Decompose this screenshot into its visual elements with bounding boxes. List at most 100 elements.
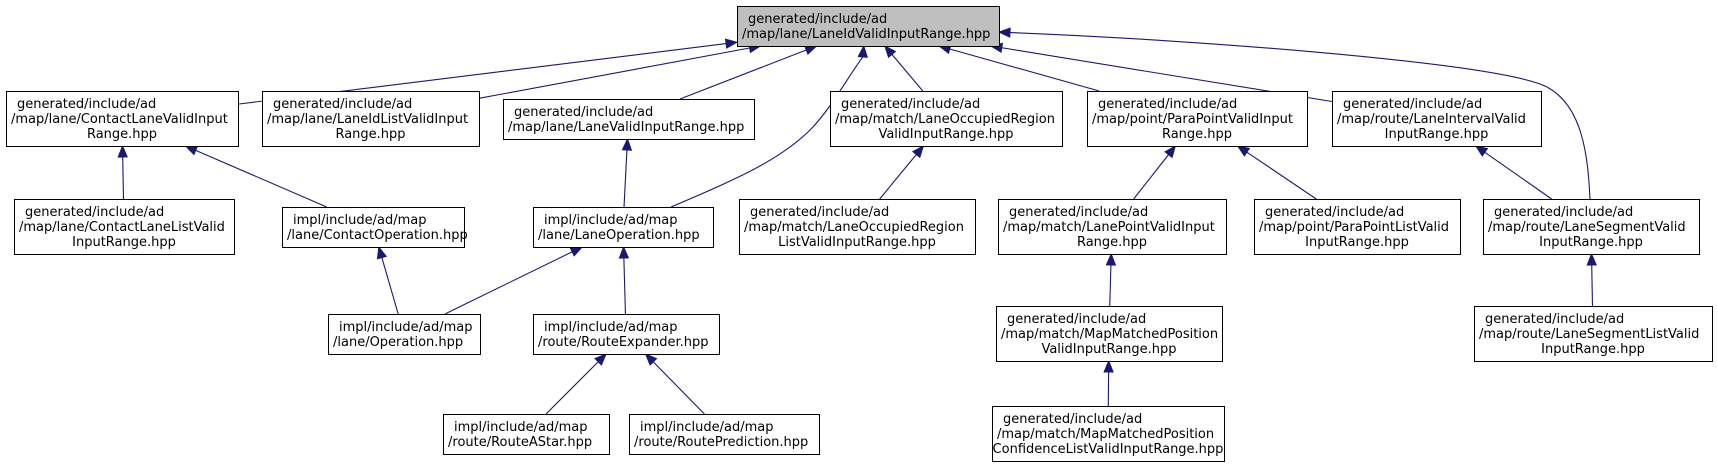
node-box [262, 91, 480, 147]
arrowhead-icon [184, 145, 199, 156]
node-label-line: /lane/LaneOperation.hpp [538, 228, 700, 243]
edge-line [545, 361, 599, 415]
node-label-line: generated/include/ad [1494, 205, 1633, 220]
node-box [443, 414, 610, 455]
node-box [6, 91, 239, 147]
node-box [14, 199, 235, 255]
file-node-impl-include-ad-map-lane-laneoperation-hpp[interactable]: impl/include/ad/map/lane/LaneOperation.h… [533, 207, 714, 248]
edge-line [949, 48, 1100, 92]
node-label-line: /map/route/LaneIntervalValid [1337, 112, 1526, 127]
arrowhead-icon [376, 245, 388, 260]
file-node-ated-include-ad-map-route-lanesegmentlistvalidinputrange-hpp[interactable]: generated/include/ad/map/route/LaneSegme… [1474, 306, 1713, 362]
file-node-ap-match-mapmatchedpositionconfidencelistvalidinputrange-hpp[interactable]: generated/include/ad/map/match/MapMatche… [992, 406, 1225, 462]
file-node-d-include-ad-map-match-laneoccupiedregionvalidinputrange-hpp[interactable]: generated/include/ad/map/match/LaneOccup… [830, 91, 1063, 147]
edge-line [879, 154, 917, 200]
node-label-line: /map/route/LaneSegmentListValid [1479, 327, 1699, 342]
edge-n14-n8 [376, 245, 399, 315]
edge-n5-n0 [937, 44, 1100, 92]
node-box [992, 406, 1225, 462]
node-label-line: Range.hpp [1077, 235, 1147, 250]
node-box [1474, 306, 1713, 362]
edge-line [1246, 151, 1317, 200]
node-label-line: ConfidenceListValidInputRange.hpp [993, 442, 1224, 457]
node-label-line: /lane/ContactOperation.hpp [287, 228, 468, 243]
node-label-line: InputRange.hpp [1305, 235, 1409, 250]
node-label-line: generated/include/ad [514, 105, 653, 120]
edge-line [1484, 151, 1552, 200]
file-node-impl-include-ad-map-lane-contactoperation-hpp[interactable]: impl/include/ad/map/lane/ContactOperatio… [282, 207, 468, 248]
file-node-impl-include-ad-map-route-routeexpander-hpp[interactable]: impl/include/ad/map/route/RouteExpander.… [533, 314, 720, 355]
arrowhead-icon [911, 144, 925, 159]
node-label-line: Range.hpp [87, 127, 157, 142]
edge-line [381, 257, 399, 315]
file-node-impl-include-ad-map-route-routeastar-hpp[interactable]: impl/include/ad/map/route/RouteAStar.hpp [443, 414, 610, 455]
arrowhead-icon [117, 144, 128, 158]
edge-n2-n0 [478, 42, 762, 99]
arrowhead-icon [1236, 145, 1251, 157]
arrowhead-icon [1105, 252, 1117, 266]
node-label-line: impl/include/ad/map [339, 320, 472, 335]
node-label-line: generated/include/ad [1009, 205, 1148, 220]
edge-n13-n6 [1474, 145, 1552, 200]
file-node-enerated-include-ad-map-route-lanesegmentvalidinputrange-hpp[interactable]: generated/include/ad/map/route/LaneSegme… [1483, 199, 1700, 255]
edge-line [652, 361, 705, 415]
node-label-line: generated/include/ad [1003, 412, 1142, 427]
node-label-line: /map/lane/LaneIdValidInputRange.hpp [742, 27, 990, 42]
node-box [996, 306, 1223, 362]
edge-n17-n13 [1586, 252, 1597, 307]
edge-n11-n5 [1133, 144, 1177, 200]
file-node-generated-include-ad-map-lane-contactlanevalidinputrange-hpp[interactable]: generated/include/ad/map/lane/ContactLan… [6, 91, 239, 147]
file-node-rated-include-ad-map-lane-contactlanelistvalidinputrange-hpp[interactable]: generated/include/ad/map/lane/ContactLan… [14, 199, 235, 255]
node-label-line: impl/include/ad/map [293, 213, 426, 228]
file-node-generated-include-ad-map-match-lanepointvalidinputrange-hpp[interactable]: generated/include/ad/map/match/LanePoint… [998, 199, 1227, 255]
node-label-line: /map/point/ParaPointValidInput [1092, 112, 1293, 127]
file-node-generated-include-ad-map-point-parapointvalidinputrange-hpp[interactable]: generated/include/ad/map/point/ParaPoint… [1087, 91, 1308, 147]
node-label-line: /map/match/LanePointValidInput [1003, 220, 1215, 235]
edge-line [1109, 264, 1112, 307]
file-node-generated-include-ad-map-lane-laneidlistvalidinputrange-hpp[interactable]: generated/include/ad/map/lane/LaneIdList… [262, 91, 480, 147]
edge-line [478, 47, 750, 99]
edge-line [122, 156, 125, 200]
edge-n7-n1 [117, 144, 128, 200]
file-node-d-include-ad-map-match-mapmatchedpositionvalidinputrange-hpp[interactable]: generated/include/ad/map/match/MapMatche… [996, 306, 1223, 362]
arrowhead-icon [1586, 252, 1597, 266]
node-box [328, 314, 481, 355]
edge-line [195, 149, 327, 208]
node-box [533, 207, 714, 248]
arrowhead-icon [857, 44, 868, 58]
node-label-line: /map/match/MapMatchedPosition [997, 427, 1214, 442]
arrowhead-icon [884, 44, 897, 59]
node-label-line: /map/match/LaneOccupiedRegion [835, 112, 1055, 127]
node-label-line: /route/RouteAStar.hpp [448, 435, 592, 450]
edge-n3-n0 [679, 45, 818, 100]
node-label-line: /map/lane/LaneValidInputRange.hpp [508, 120, 744, 135]
edge-n9-n0 [670, 44, 868, 208]
dependency-edges [117, 27, 1597, 415]
node-label-line: /map/lane/ContactLaneValidInput [11, 112, 228, 127]
edge-n8-n1 [184, 145, 327, 208]
node-label-line: /route/RouteExpander.hpp [538, 335, 709, 350]
node-label-line: /map/lane/LaneIdListValidInput [267, 112, 468, 127]
node-box [282, 207, 465, 248]
file-node-erated-include-ad-map-point-parapointlistvalidinputrange-hpp[interactable]: generated/include/ad/map/point/ParaPoint… [1254, 199, 1461, 255]
node-label-line: /map/match/MapMatchedPosition [1001, 327, 1218, 342]
file-node-generated-include-ad-map-lane-lanevalidinputrange-hpp[interactable]: generated/include/ad/map/lane/LaneValidI… [503, 99, 755, 140]
file-node-clude-ad-map-match-laneoccupiedregionlistvalidinputrange-hpp[interactable]: generated/include/ad/map/match/LaneOccup… [739, 199, 976, 255]
file-node-impl-include-ad-map-lane-operation-hpp[interactable]: impl/include/ad/map/lane/Operation.hpp [328, 314, 481, 355]
file-node-impl-include-ad-map-route-routeprediction-hpp[interactable]: impl/include/ad/map/route/RoutePredictio… [629, 414, 820, 455]
edge-line [623, 257, 626, 315]
node-box [503, 99, 755, 140]
node-label-line: Range.hpp [335, 127, 405, 142]
node-box [1254, 199, 1461, 255]
node-label-line: ListValidInputRange.hpp [778, 235, 936, 250]
file-node-generated-include-ad-map-lane-laneidvalidinputrange-hpp[interactable]: generated/include/ad/map/lane/LaneIdVali… [737, 6, 1000, 47]
file-node-nerated-include-ad-map-route-laneintervalvalidinputrange-hpp[interactable]: generated/include/ad/map/route/LaneInter… [1332, 91, 1542, 147]
edge-line [623, 149, 628, 208]
node-box [830, 91, 1063, 147]
node-label-line: impl/include/ad/map [544, 320, 677, 335]
edge-line [670, 56, 864, 208]
node-label-line: Range.hpp [1162, 127, 1232, 142]
node-label-line: generated/include/ad [17, 97, 156, 112]
edge-n4-n0 [884, 44, 924, 92]
